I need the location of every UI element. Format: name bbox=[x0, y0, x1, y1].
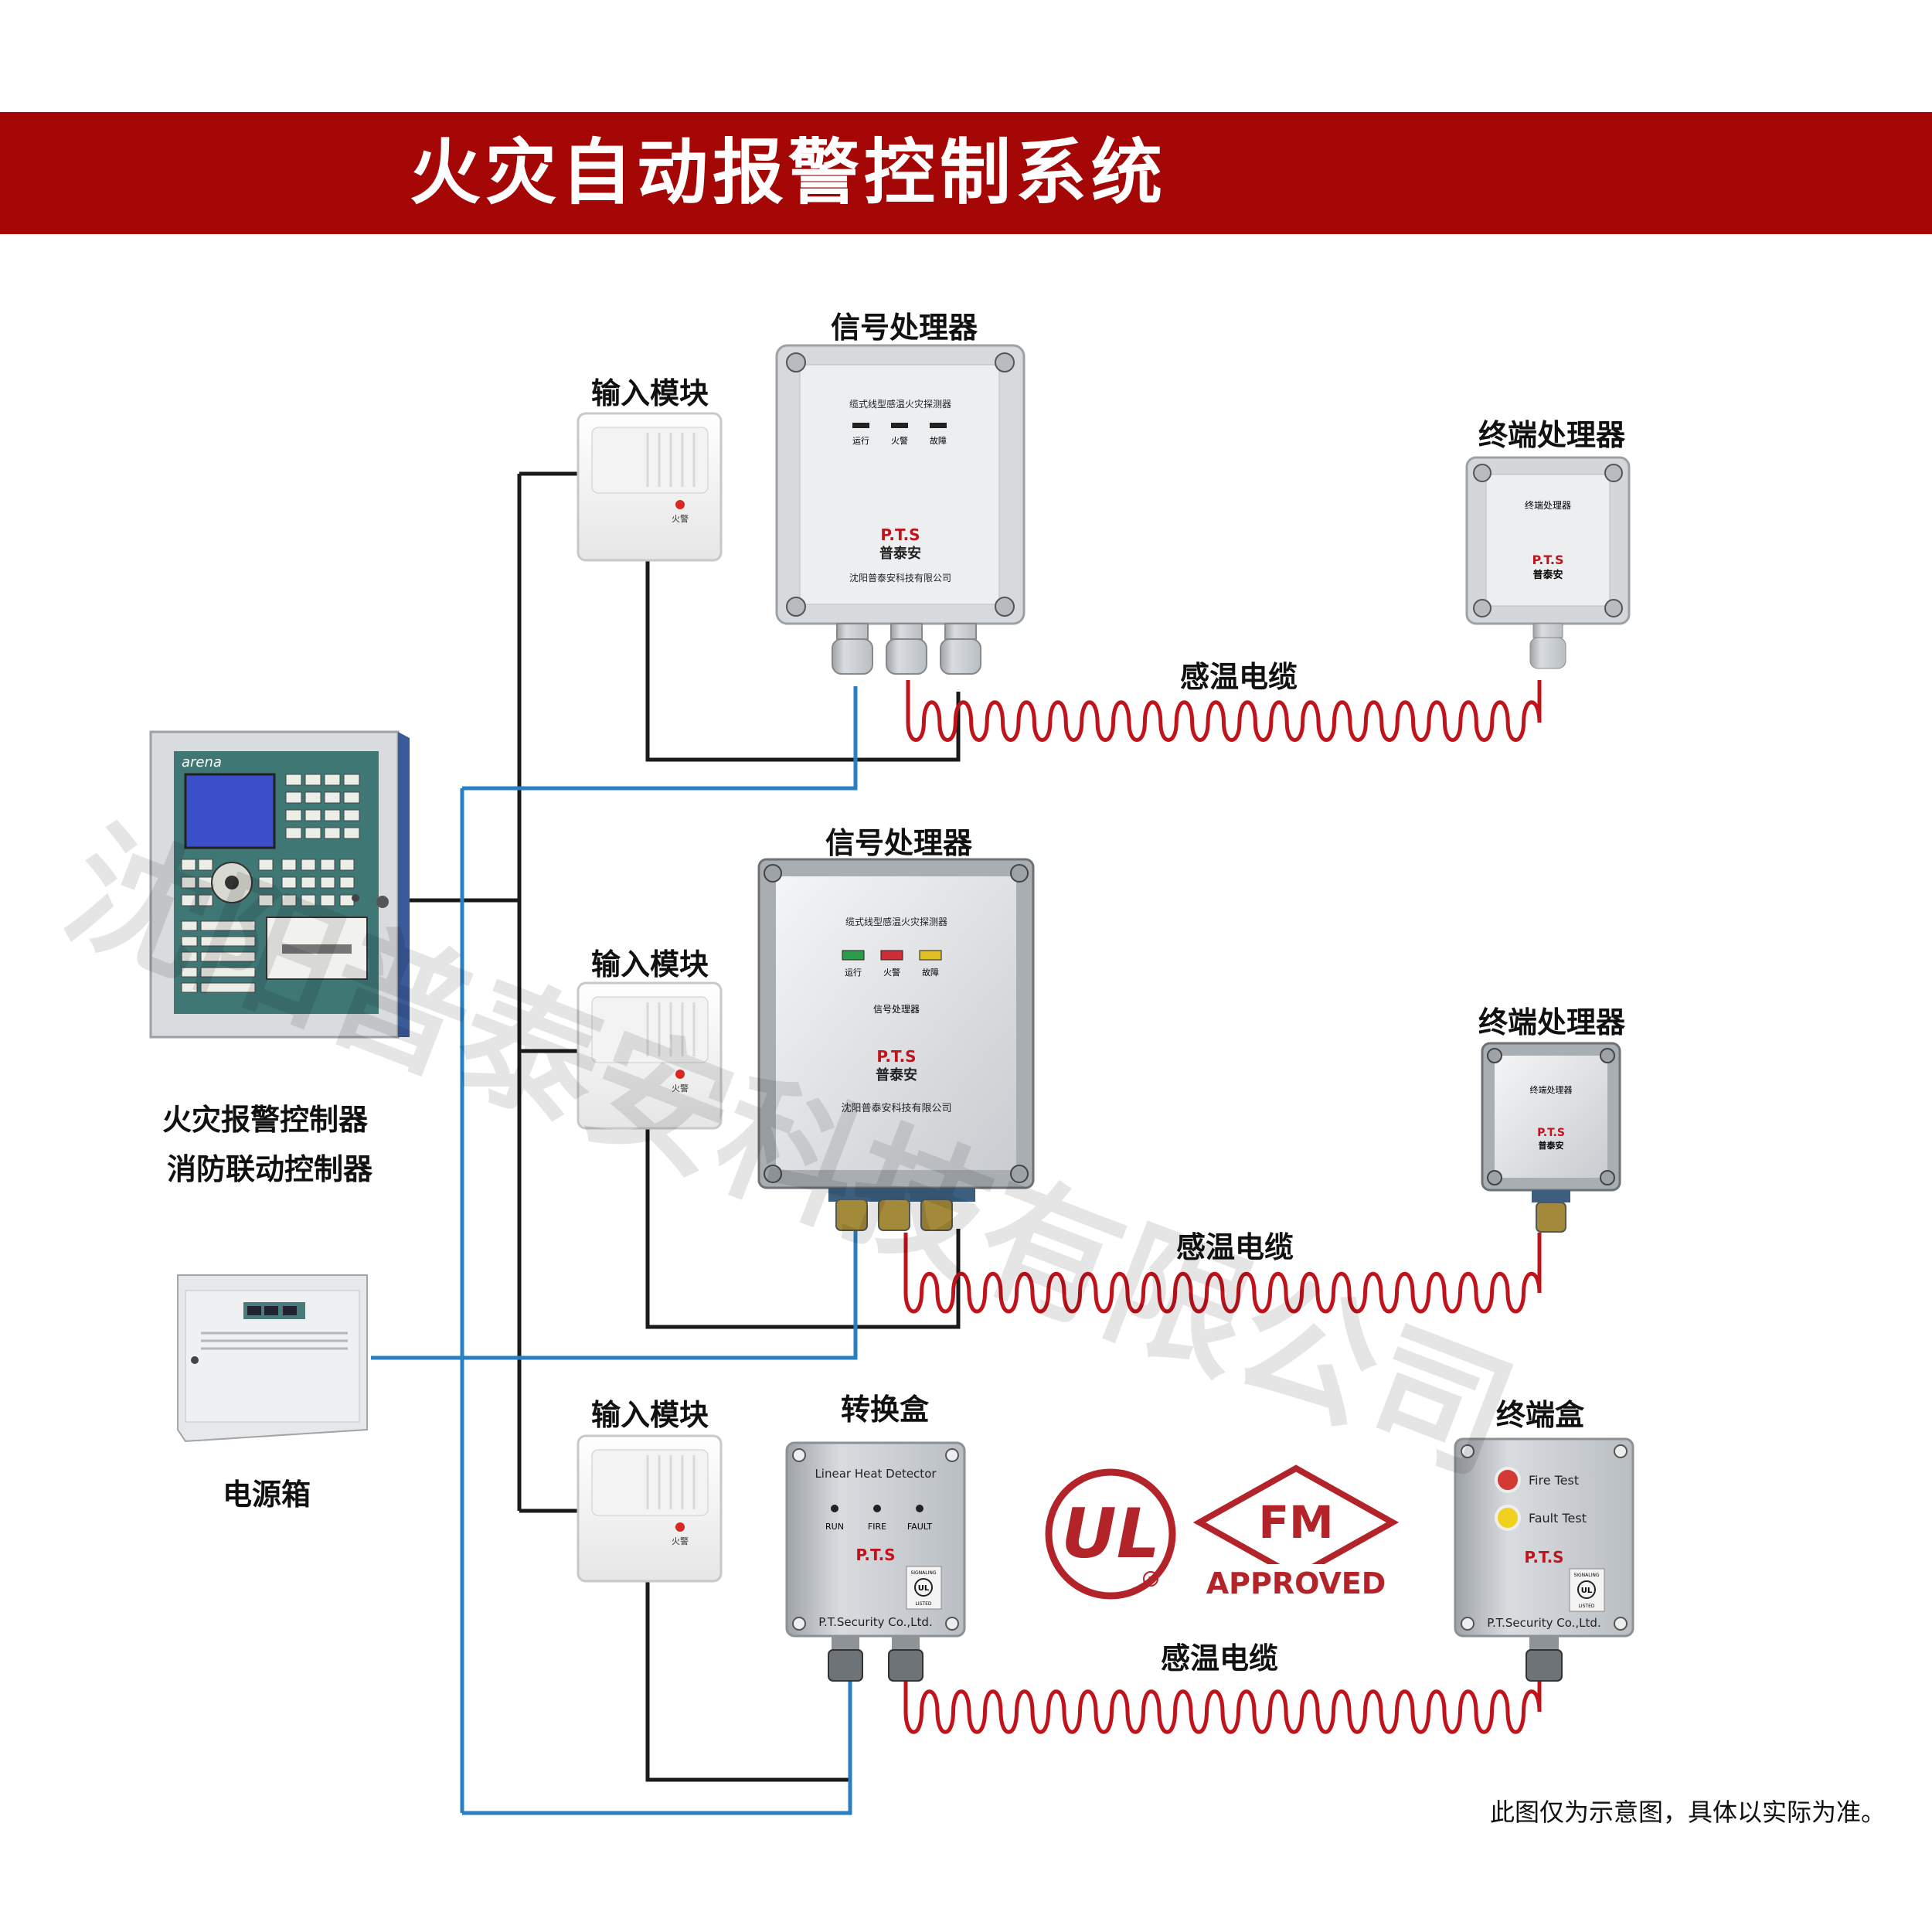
svg-text:RUN: RUN bbox=[825, 1522, 844, 1532]
svg-text:Linear Heat Detector: Linear Heat Detector bbox=[815, 1467, 937, 1481]
heat-cable-2-label: 感温电缆 bbox=[1175, 1230, 1294, 1264]
fire-test-button bbox=[1495, 1467, 1521, 1493]
svg-text:P.T.Security Co.,Ltd.: P.T.Security Co.,Ltd. bbox=[1487, 1616, 1600, 1630]
svg-text:Fault Test: Fault Test bbox=[1529, 1511, 1587, 1526]
svg-text:UL: UL bbox=[1061, 1494, 1160, 1573]
svg-text:火警: 火警 bbox=[672, 1083, 689, 1094]
input-module-1: 火警 bbox=[577, 412, 723, 562]
title-banner bbox=[0, 112, 1932, 234]
svg-text:火警: 火警 bbox=[883, 967, 900, 978]
black-return-1 bbox=[645, 560, 961, 762]
svg-text:R: R bbox=[1148, 1576, 1154, 1584]
controller-label-1: 火灾报警控制器 bbox=[162, 1103, 369, 1137]
svg-text:UL: UL bbox=[1581, 1587, 1593, 1595]
fm-approved-mark: FM APPROVED bbox=[1192, 1464, 1400, 1600]
converter-box: Linear Heat Detector RUN FIRE FAULT P.T.… bbox=[785, 1441, 966, 1682]
signal-processor-1: 缆式线型感温火灾探测器 运行 火警 故障 P.T.S 普泰安 沈阳普泰安科技有限… bbox=[775, 344, 1026, 675]
svg-text:缆式线型感温火灾探测器: 缆式线型感温火灾探测器 bbox=[845, 916, 947, 927]
svg-text:普泰安: 普泰安 bbox=[876, 1066, 917, 1083]
svg-text:P.T.S: P.T.S bbox=[876, 1047, 916, 1066]
svg-text:普泰安: 普泰安 bbox=[1532, 569, 1563, 581]
svg-text:FM: FM bbox=[1258, 1496, 1333, 1549]
svg-text:arena: arena bbox=[182, 754, 222, 770]
svg-text:UL: UL bbox=[918, 1584, 930, 1593]
svg-text:故障: 故障 bbox=[930, 435, 947, 446]
heat-cable-1 bbox=[906, 680, 1542, 742]
svg-text:普泰安: 普泰安 bbox=[879, 545, 921, 562]
svg-text:沈阳普泰安科技有限公司: 沈阳普泰安科技有限公司 bbox=[841, 1103, 951, 1114]
svg-text:P.T.S: P.T.S bbox=[1532, 553, 1564, 567]
signal-processor-2: 缆式线型感温火灾探测器 运行 火警 故障 信号处理器 P.T.S 普泰安 沈阳普… bbox=[757, 858, 1035, 1231]
blue-bus bbox=[371, 686, 858, 1815]
heat-cable-2 bbox=[903, 1233, 1542, 1314]
svg-text:普泰安: 普泰安 bbox=[1539, 1140, 1564, 1151]
svg-text:LISTED: LISTED bbox=[1579, 1604, 1595, 1609]
black-bus bbox=[402, 471, 581, 1513]
ul-certification-mark: UL R bbox=[1045, 1468, 1176, 1600]
heat-cable-1-label: 感温电缆 bbox=[1179, 660, 1298, 694]
input-module-3: 火警 bbox=[577, 1434, 723, 1583]
footer-note: 此图仅为示意图，具体以实际为准。 bbox=[1489, 1798, 1886, 1827]
terminal-processor-1: 终端处理器 P.T.S 普泰安 bbox=[1465, 456, 1631, 669]
terminal-processor-2: 终端处理器 P.T.S 普泰安 bbox=[1481, 1042, 1621, 1233]
svg-text:P.T.S: P.T.S bbox=[1524, 1548, 1563, 1566]
heat-cable-3-label: 感温电缆 bbox=[1160, 1641, 1279, 1675]
svg-text:Fire Test: Fire Test bbox=[1529, 1473, 1579, 1488]
signal-processor-1-label: 信号处理器 bbox=[830, 311, 978, 345]
svg-text:APPROVED: APPROVED bbox=[1206, 1566, 1386, 1600]
fire-alarm-controller: arena bbox=[149, 730, 410, 1039]
svg-text:沈阳普泰安科技有限公司: 沈阳普泰安科技有限公司 bbox=[849, 572, 951, 583]
svg-text:P.T.S: P.T.S bbox=[880, 526, 920, 544]
terminal-processor-1-label: 终端处理器 bbox=[1478, 418, 1626, 452]
svg-text:火警: 火警 bbox=[672, 513, 689, 524]
heat-cable-3 bbox=[903, 1677, 1542, 1734]
svg-text:信号处理器: 信号处理器 bbox=[873, 1004, 920, 1015]
svg-text:运行: 运行 bbox=[845, 968, 862, 978]
svg-text:故障: 故障 bbox=[922, 967, 939, 978]
svg-text:火警: 火警 bbox=[891, 435, 908, 446]
svg-text:P.T.S: P.T.S bbox=[1537, 1127, 1565, 1139]
input-module-2-label: 输入模块 bbox=[590, 947, 709, 981]
terminal-processor-2-label: 终端处理器 bbox=[1478, 1005, 1626, 1039]
fault-test-button bbox=[1495, 1505, 1521, 1531]
svg-text:运行: 运行 bbox=[852, 436, 869, 446]
svg-text:FAULT: FAULT bbox=[907, 1522, 933, 1532]
svg-text:SIGNALING: SIGNALING bbox=[910, 1570, 936, 1576]
svg-text:SIGNALING: SIGNALING bbox=[1573, 1573, 1599, 1578]
wiring bbox=[371, 471, 961, 1815]
svg-text:P.T.S: P.T.S bbox=[855, 1546, 895, 1564]
terminal-box-label: 终端盒 bbox=[1495, 1398, 1585, 1432]
svg-text:FIRE: FIRE bbox=[868, 1522, 886, 1532]
input-module-2: 火警 bbox=[577, 981, 723, 1130]
input-module-3-label: 输入模块 bbox=[590, 1398, 709, 1432]
svg-text:P.T.Security Co.,Ltd.: P.T.Security Co.,Ltd. bbox=[818, 1615, 932, 1629]
input-module-1-label: 输入模块 bbox=[590, 376, 709, 410]
svg-text:火警: 火警 bbox=[672, 1536, 689, 1546]
signal-processor-2-label: 信号处理器 bbox=[825, 826, 973, 860]
power-box bbox=[177, 1274, 368, 1443]
terminal-box: Fire Test Fault Test P.T.S SIGNALING UL … bbox=[1454, 1437, 1634, 1682]
svg-text:终端处理器: 终端处理器 bbox=[1530, 1084, 1573, 1095]
svg-text:缆式线型感温火灾探测器: 缆式线型感温火灾探测器 bbox=[849, 398, 951, 410]
heat-cables bbox=[903, 680, 1542, 1734]
svg-text:LISTED: LISTED bbox=[916, 1601, 932, 1607]
page-title: 火灾自动报警控制系统 bbox=[409, 131, 1167, 214]
power-box-label: 电源箱 bbox=[222, 1478, 311, 1512]
converter-box-label: 转换盒 bbox=[840, 1393, 930, 1427]
controller-label-2: 消防联动控制器 bbox=[166, 1152, 373, 1186]
svg-text:终端处理器: 终端处理器 bbox=[1525, 499, 1571, 511]
